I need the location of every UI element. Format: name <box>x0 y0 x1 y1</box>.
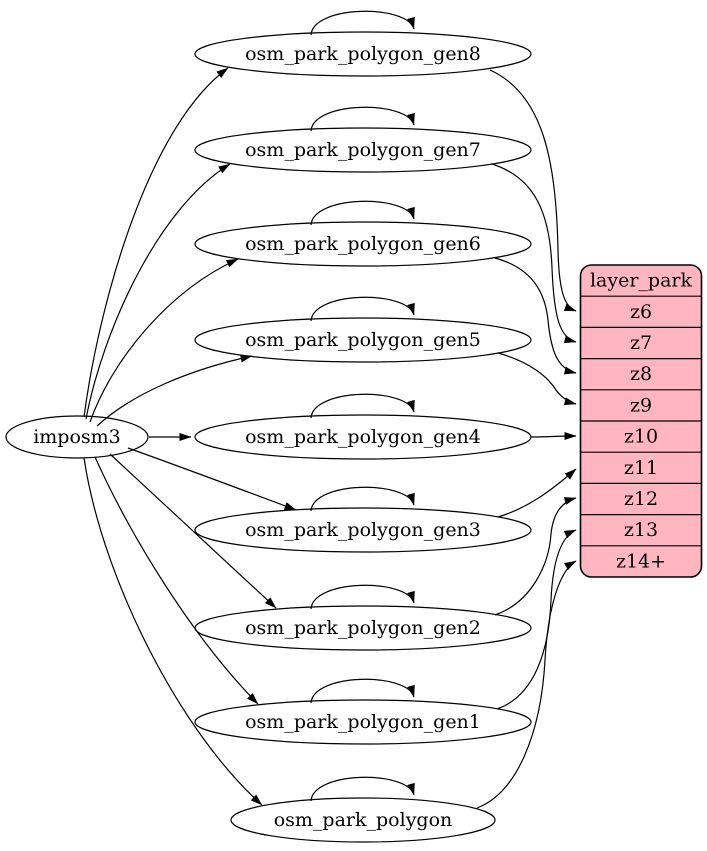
edge-osm_park_polygon_gen1-to-z13 <box>496 529 577 710</box>
node-osm_park_polygon_gen8: osm_park_polygon_gen8 <box>194 31 532 77</box>
node-label: osm_park_polygon_gen1 <box>245 711 481 733</box>
node-osm_park_polygon: osm_park_polygon <box>230 797 496 843</box>
self-loop-osm_park_polygon_gen4 <box>310 393 415 419</box>
edge-osm_park_polygon_gen6-to-z8 <box>494 257 577 375</box>
edge-imposm3-to-osm_park_polygon <box>83 457 263 806</box>
node-ellipse-shape <box>194 127 532 173</box>
table-header-label: layer_park <box>590 270 693 292</box>
node-osm_park_polygon_gen7: osm_park_polygon_gen7 <box>194 127 532 173</box>
table-row-z12: z12 <box>624 488 658 510</box>
node-label: osm_park_polygon <box>274 809 453 831</box>
table-row-z10: z10 <box>624 426 658 448</box>
table-row-z9: z9 <box>630 394 652 416</box>
node-osm_park_polygon_gen3: osm_park_polygon_gen3 <box>194 507 532 553</box>
edge-imposm3-to-osm_park_polygon_gen1 <box>94 456 259 705</box>
table-row-z13: z13 <box>624 519 658 541</box>
edge-osm_park_polygon_gen8-to-z6 <box>489 69 577 312</box>
self-loop-osm_park_polygon <box>310 776 415 802</box>
node-osm_park_polygon_gen1: osm_park_polygon_gen1 <box>194 699 532 745</box>
edge-imposm3-to-osm_park_polygon_gen2 <box>109 453 277 609</box>
node-ellipse-shape <box>230 797 496 843</box>
node-osm_park_polygon_gen2: osm_park_polygon_gen2 <box>194 605 532 651</box>
node-ellipse-shape <box>194 221 532 267</box>
node-label: osm_park_polygon_gen2 <box>245 617 481 639</box>
self-loop-osm_park_polygon_gen8 <box>310 10 415 36</box>
node-label: osm_park_polygon_gen6 <box>245 233 481 255</box>
node-osm_park_polygon_gen6: osm_park_polygon_gen6 <box>194 221 532 267</box>
self-loop-osm_park_polygon_gen5 <box>310 296 415 322</box>
edge-osm_park_polygon_gen7-to-z7 <box>491 163 577 344</box>
edge-imposm3-to-osm_park_polygon_gen7 <box>85 163 231 420</box>
table-layer_park: layer_park z6 z7 z8 z9 z10 z11 z12 z13 z14+ <box>579 264 703 578</box>
edge-osm_park_polygon_gen3-to-z11 <box>497 468 577 518</box>
node-ellipse-shape <box>5 415 149 459</box>
node-label: osm_park_polygon_gen7 <box>245 139 481 161</box>
node-ellipse-shape <box>194 699 532 745</box>
node-label: osm_park_polygon_gen3 <box>245 519 481 541</box>
self-loop-osm_park_polygon_gen3 <box>310 486 415 512</box>
self-loop-osm_park_polygon_gen7 <box>310 106 415 132</box>
self-loop-osm_park_polygon_gen1 <box>310 678 415 704</box>
node-label: osm_park_polygon_gen5 <box>245 329 481 351</box>
node-imposm3: imposm3 <box>5 415 149 459</box>
node-ellipse-shape <box>194 317 532 363</box>
table-row-z7: z7 <box>630 332 652 354</box>
table-row-z11: z11 <box>624 457 658 479</box>
table-row-z6: z6 <box>630 301 652 323</box>
self-loop-osm_park_polygon_gen6 <box>310 200 415 226</box>
node-ellipse-shape <box>194 507 532 553</box>
node-label: osm_park_polygon_gen4 <box>245 426 481 448</box>
node-label: osm_park_polygon_gen8 <box>245 43 481 65</box>
edge-imposm3-to-osm_park_polygon_gen5 <box>96 354 253 427</box>
edge-osm_park_polygon_gen4-to-z10 <box>530 432 577 441</box>
table-row-z14+: z14+ <box>616 550 666 572</box>
edge-osm_park_polygon_gen5-to-z9 <box>497 352 577 406</box>
node-ellipse-shape <box>194 31 532 77</box>
self-loop-osm_park_polygon_gen2 <box>310 584 415 610</box>
edge-imposm3-to-osm_park_polygon_gen8 <box>83 67 229 418</box>
edge-imposm3-to-osm_park_polygon_gen3 <box>127 447 297 511</box>
node-label: imposm3 <box>33 426 121 448</box>
edge-osm_park_polygon_gen2-to-z12 <box>494 497 577 616</box>
table-row-z8: z8 <box>630 363 652 385</box>
edge-imposm3-to-osm_park_polygon_gen6 <box>89 258 239 423</box>
edge-osm_park_polygon-to-z14+ <box>476 560 577 809</box>
node-osm_park_polygon_gen5: osm_park_polygon_gen5 <box>194 317 532 363</box>
node-osm_park_polygon_gen4: osm_park_polygon_gen4 <box>194 414 532 460</box>
